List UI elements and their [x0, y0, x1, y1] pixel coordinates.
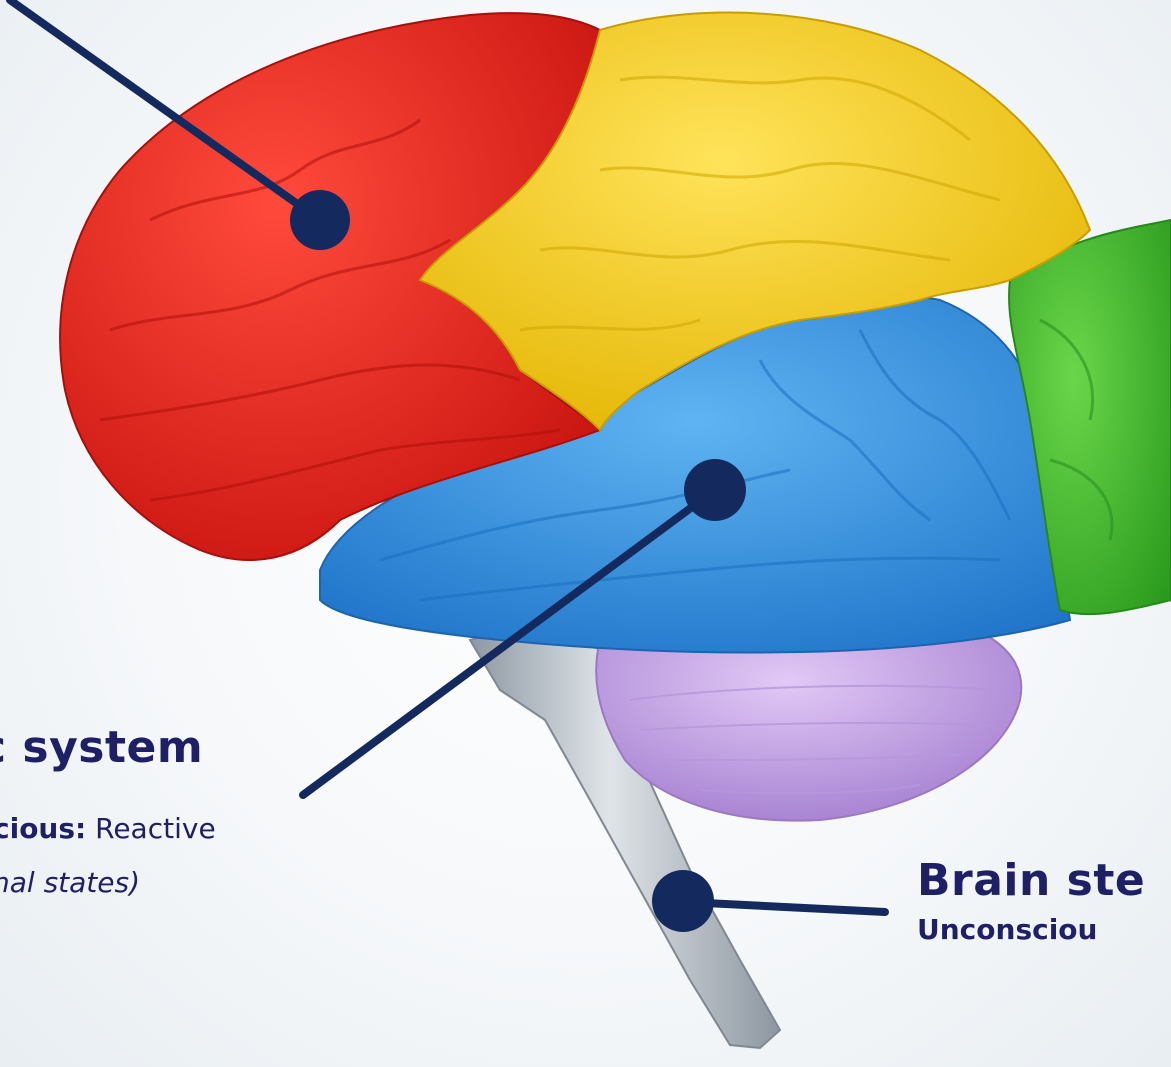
- limbic-note-italic: nal states): [0, 866, 140, 899]
- limbic-system-note: nal states): [0, 866, 140, 899]
- limbic-system-subtitle: cious: Reactive: [0, 812, 216, 845]
- brain-stem-title: Brain ste: [917, 855, 1145, 906]
- limbic-system-title: c system: [0, 722, 203, 773]
- pointer-brainstem: [652, 870, 885, 932]
- brain-stem-subtitle-bold: Unconsciou: [917, 913, 1097, 946]
- brain-stem-subtitle: Unconsciou: [917, 913, 1097, 946]
- limbic-subtitle-rest: Reactive: [86, 812, 215, 845]
- limbic-subtitle-bold: cious:: [0, 812, 86, 845]
